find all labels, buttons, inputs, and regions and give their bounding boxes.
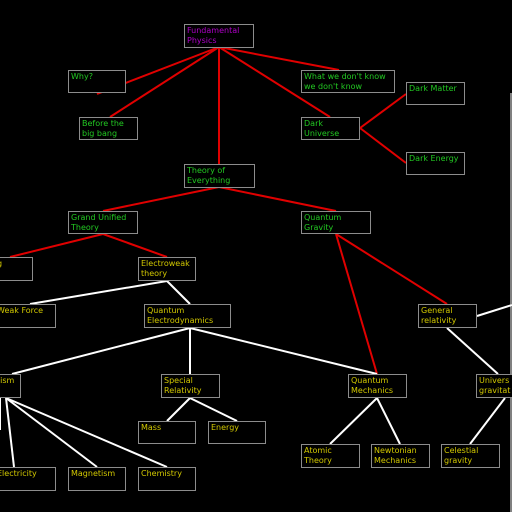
edge-darkuniverse-darkenergy <box>359 127 407 164</box>
edge-electromag-chemistry <box>5 397 168 468</box>
edge-gut-strong <box>9 233 104 258</box>
edge-electromag-electricity <box>5 397 15 468</box>
node-weak-force[interactable]: Weak Force <box>0 304 56 328</box>
node-dark-energy[interactable]: Dark Energy <box>406 152 465 175</box>
edge-qmechanics-atomic <box>329 397 378 445</box>
node-quantum-gravity[interactable]: Quantum Gravity <box>301 211 371 234</box>
node-magnetism[interactable]: Magnetism <box>68 467 126 491</box>
node-electromagnetism-partial[interactable]: tism <box>0 374 21 398</box>
edge-genrel-offscreen <box>476 304 512 317</box>
node-electroweak-theory[interactable]: Electroweak theory <box>138 257 196 281</box>
node-quantum-mechanics[interactable]: Quantum Mechanics <box>348 374 407 398</box>
node-before-big-bang[interactable]: Before the big bang <box>79 117 138 140</box>
node-quantum-electrodynamics[interactable]: Quantum Electrodynamics <box>144 304 231 328</box>
edge-qed-electromag <box>11 327 191 375</box>
edge-darkuniverse-darkmatter <box>359 93 407 129</box>
edge-qed-qmechanics <box>189 327 378 375</box>
node-fundamental-physics[interactable]: Fundamental Physics <box>184 24 254 48</box>
edge-toe-qgravity <box>218 186 337 212</box>
node-what-we-dont-know[interactable]: What we don't know we don't know <box>301 70 395 93</box>
node-celestial-gravity[interactable]: Celestial gravity <box>441 444 500 468</box>
node-mass[interactable]: Mass <box>138 421 196 444</box>
edge-universal-celestial <box>469 397 506 445</box>
edge-specialrel-energy <box>189 397 238 422</box>
edge-fundamental-bigbang <box>109 46 220 118</box>
node-chemistry[interactable]: Chemistry <box>138 467 196 491</box>
node-electricity[interactable]: Electricity <box>0 467 56 491</box>
edge-electroweak-qed <box>166 280 191 305</box>
edge-specialrel-mass <box>166 397 191 422</box>
node-universal-gravitation[interactable]: Univers gravitat <box>476 374 512 398</box>
node-special-relativity[interactable]: Special Relativity <box>161 374 220 398</box>
edge-genrel-universal <box>446 327 499 375</box>
edge-gut-electroweak <box>102 233 168 258</box>
node-energy[interactable]: Energy <box>208 421 266 444</box>
edge-electroweak-weakforce <box>29 280 168 305</box>
edge-qmechanics-newtonian <box>376 397 401 445</box>
node-grand-unified-theory[interactable]: Grand Unified Theory <box>68 211 138 234</box>
node-theory-of-everything[interactable]: Theory of Everything <box>184 164 255 188</box>
node-why[interactable]: Why? <box>68 70 126 93</box>
edge-fundamental-unknown <box>218 46 340 71</box>
edge-electromag-magnetism <box>5 397 98 468</box>
node-dark-matter[interactable]: Dark Matter <box>406 82 465 105</box>
node-general-relativity[interactable]: General relativity <box>418 304 477 328</box>
node-strong-force-partial[interactable]: g <box>0 257 33 281</box>
edge-toe-gut <box>102 186 220 212</box>
edge-qgravity-qmechanics <box>335 233 378 375</box>
edge-fundamental-darkuniverse <box>218 46 331 118</box>
node-dark-universe[interactable]: Dark Universe <box>301 117 360 140</box>
node-newtonian-mechanics[interactable]: Newtonian Mechanics <box>371 444 430 468</box>
node-atomic-theory[interactable]: Atomic Theory <box>301 444 360 468</box>
edge-qgravity-genrel <box>335 233 448 305</box>
